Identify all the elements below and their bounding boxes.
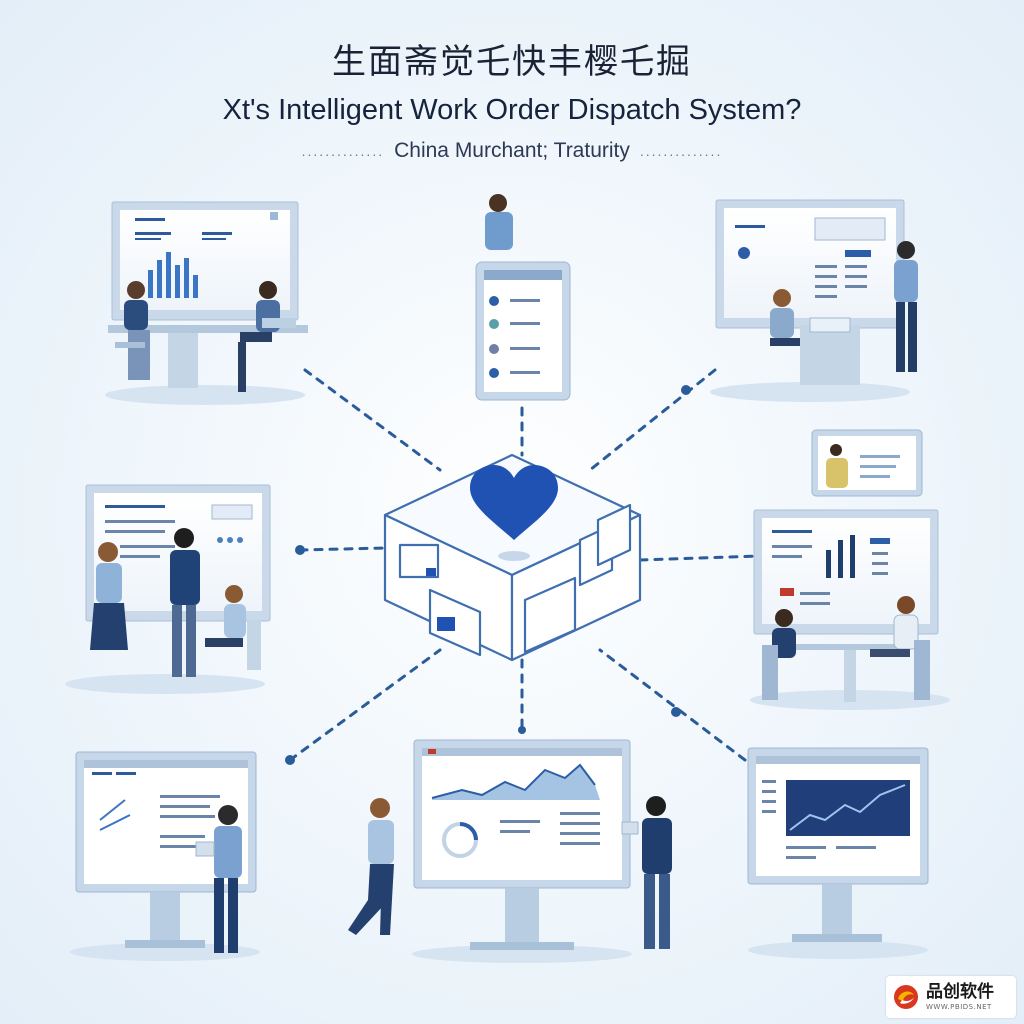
scene-video-card — [811, 429, 923, 497]
connector-bottom-left — [288, 648, 442, 762]
page-title-english: Xt's Intelligent Work Order Dispatch Sys… — [222, 94, 802, 126]
person-woman-walking — [348, 798, 394, 935]
person-man-tablet — [195, 805, 242, 953]
subtitle-row: .............. China Murchant; Traturity… — [0, 136, 1024, 166]
connector-top-right — [588, 368, 717, 472]
page-subtitle: China Murchant; Traturity — [394, 139, 630, 162]
watermark-url: WWW.PBIDS.NET — [926, 1002, 992, 1011]
scene-trend-monitor — [747, 747, 929, 959]
person-woman-table — [762, 609, 796, 700]
person-woman-seated — [770, 289, 800, 346]
connector-lines — [288, 368, 762, 762]
watermark-text: 品创软件 WWW.PBIDS.NET — [926, 981, 994, 1011]
page-title-chinese: 生面斋觉乇快丰樱乇掘 — [332, 42, 692, 82]
person-man-table — [870, 596, 930, 700]
scene-analytics-monitor — [348, 739, 672, 963]
connector-top-left — [303, 368, 442, 472]
connector-right — [638, 554, 762, 562]
watermark-badge: 品创软件 WWW.PBIDS.NET — [886, 976, 1016, 1018]
scene-presenter-tablet — [475, 194, 571, 401]
connector-dots — [285, 385, 691, 765]
scene-handshake — [65, 484, 271, 694]
watermark-name: 品创软件 — [926, 981, 994, 1002]
person-man-seated — [205, 585, 261, 670]
person-woman-handshake — [90, 542, 128, 650]
subtitle-dots-right: .............. — [639, 143, 723, 159]
person-man-standing — [894, 241, 918, 372]
person-man-handshake — [170, 528, 200, 677]
header: 生面斋觉乇快丰樱乇掘 Xt's Intelligent Work Order D… — [0, 30, 1024, 166]
scene-dashboard-review — [710, 199, 918, 402]
subtitle-dots-left: .............. — [301, 143, 385, 159]
swirl-logo-icon — [894, 985, 918, 1009]
heart-icon — [470, 465, 558, 561]
person-man-pointing — [621, 796, 672, 949]
scene-monitor-tablet-user — [70, 751, 260, 961]
connector-bottom-right — [598, 648, 747, 762]
connector-left — [298, 546, 387, 552]
scene-team-table-chart — [750, 509, 950, 710]
scene-team-meeting-chart — [105, 201, 308, 405]
